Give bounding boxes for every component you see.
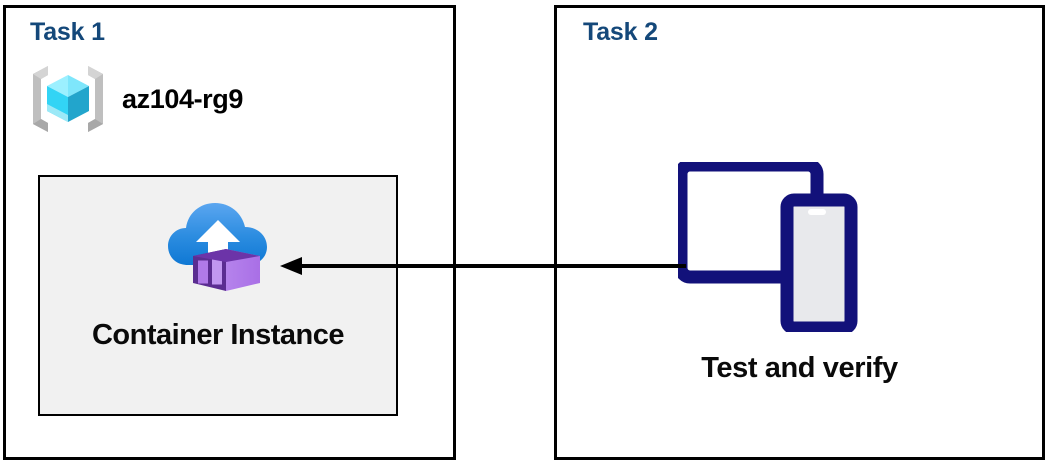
container-instance-card: Container Instance <box>38 175 398 416</box>
resource-group-row: az104-rg9 <box>30 62 243 136</box>
task-1-title: Task 1 <box>30 18 105 46</box>
task-2-title: Task 2 <box>583 18 658 46</box>
azure-resource-group-icon <box>30 62 106 136</box>
test-and-verify-label: Test and verify <box>701 352 898 384</box>
resource-group-label: az104-rg9 <box>122 83 243 114</box>
container-instance-label: Container Instance <box>91 319 345 351</box>
